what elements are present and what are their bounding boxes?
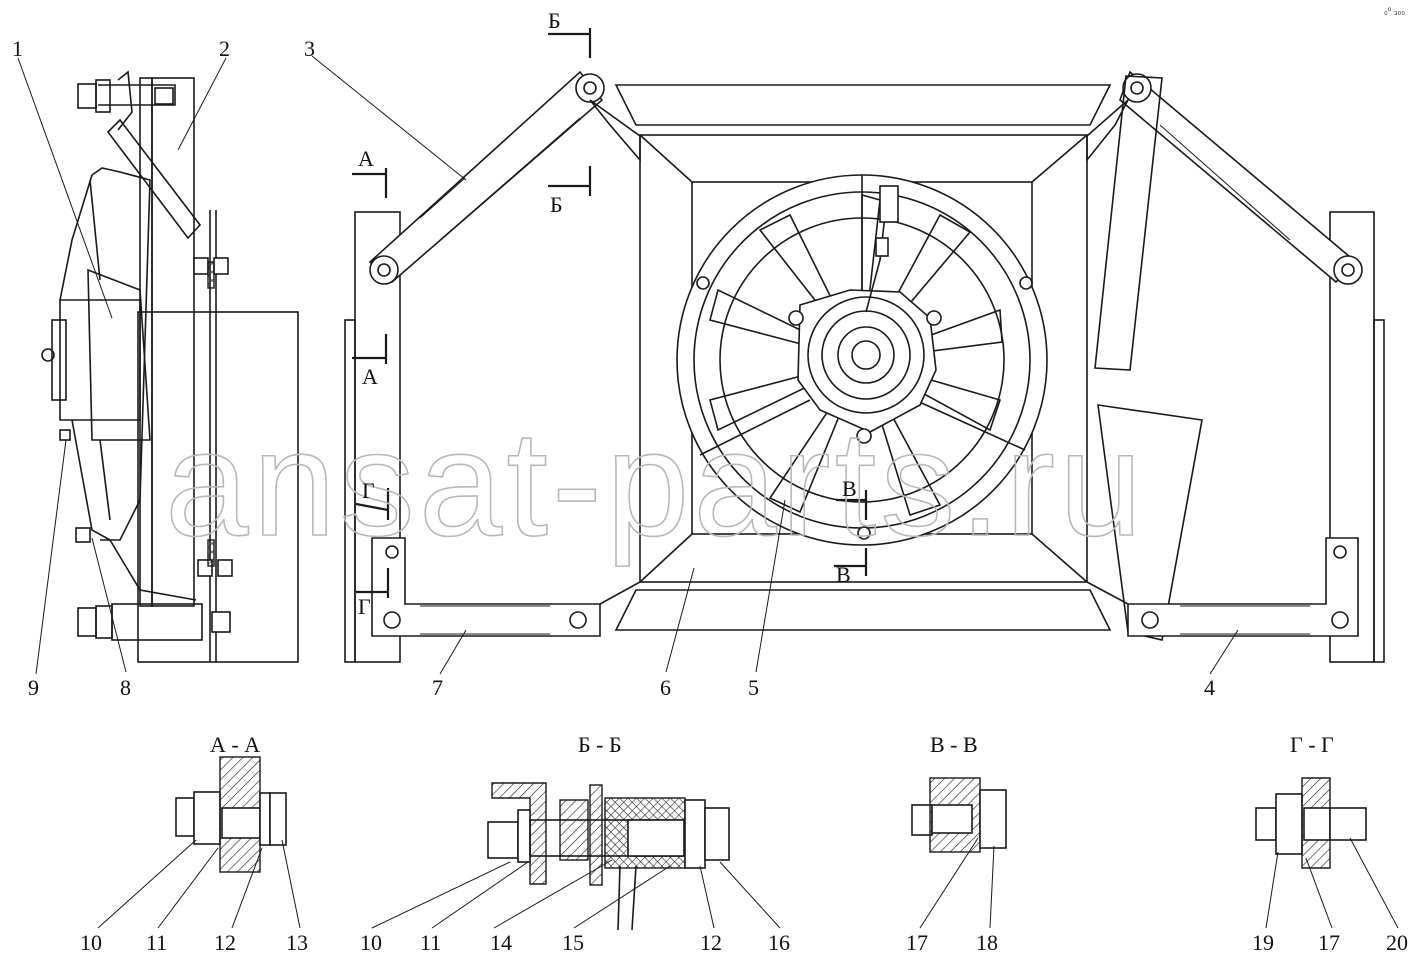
- marker-b-mid: Б: [550, 192, 563, 217]
- section-markers: Б Б А А Г Г В В: [358, 8, 857, 619]
- marker-a-bottom: А: [362, 364, 378, 389]
- section-arrows: [352, 28, 868, 598]
- callouts: 1 2 3 9 8 7 6 5 4: [12, 36, 1215, 700]
- section-title-v-v: В - В: [930, 732, 978, 757]
- callout-vv-18: 18: [976, 930, 998, 955]
- callout-3: 3: [304, 36, 315, 61]
- section-title-b-b: Б - Б: [578, 732, 622, 757]
- section-callouts: 10 11 12 13 10 11 14 15 12 16 17 18 19 1…: [80, 930, 1408, 955]
- side-view: [41, 70, 299, 663]
- section-b-b: [487, 782, 730, 931]
- callout-aa-12: 12: [214, 930, 236, 955]
- section-titles: А - А Б - Б В - В Г - Г: [210, 732, 1334, 757]
- callout-4: 4: [1204, 675, 1215, 700]
- callout-bb-16: 16: [768, 930, 790, 955]
- callout-1: 1: [12, 36, 23, 61]
- leader-lines: [17, 55, 1399, 929]
- callout-6: 6: [660, 675, 671, 700]
- marker-b-top: Б: [548, 8, 561, 33]
- marker-a-top: А: [358, 146, 374, 171]
- watermark: ansat-parts.ru: [165, 399, 1146, 567]
- callout-gg-17: 17: [1318, 930, 1340, 955]
- marker-g-bottom: Г: [358, 594, 371, 619]
- callout-2: 2: [219, 36, 230, 61]
- callout-gg-20: 20: [1386, 930, 1408, 955]
- front-view: [344, 28, 1385, 663]
- callout-8: 8: [120, 675, 131, 700]
- section-title-a-a: А - А: [210, 732, 260, 757]
- corner-mark: ₀⁰ ₃₀₀: [1384, 6, 1405, 16]
- marker-g-top: Г: [362, 478, 375, 503]
- section-title-g-g: Г - Г: [1290, 732, 1334, 757]
- callout-bb-10: 10: [360, 930, 382, 955]
- marker-v-top: В: [842, 476, 857, 501]
- section-v-v: [911, 777, 1007, 853]
- callout-bb-11: 11: [420, 930, 441, 955]
- callout-7: 7: [432, 675, 443, 700]
- callout-5: 5: [748, 675, 759, 700]
- callout-bb-15: 15: [562, 930, 584, 955]
- section-g-g: [1255, 777, 1367, 869]
- callout-aa-13: 13: [286, 930, 308, 955]
- callout-vv-17: 17: [906, 930, 928, 955]
- callout-aa-10: 10: [80, 930, 102, 955]
- section-a-a: [175, 756, 287, 873]
- marker-v-bottom: В: [836, 562, 851, 587]
- callout-gg-19: 19: [1252, 930, 1274, 955]
- callout-bb-14: 14: [490, 930, 512, 955]
- callout-bb-12: 12: [700, 930, 722, 955]
- callout-9: 9: [28, 675, 39, 700]
- callout-aa-11: 11: [146, 930, 167, 955]
